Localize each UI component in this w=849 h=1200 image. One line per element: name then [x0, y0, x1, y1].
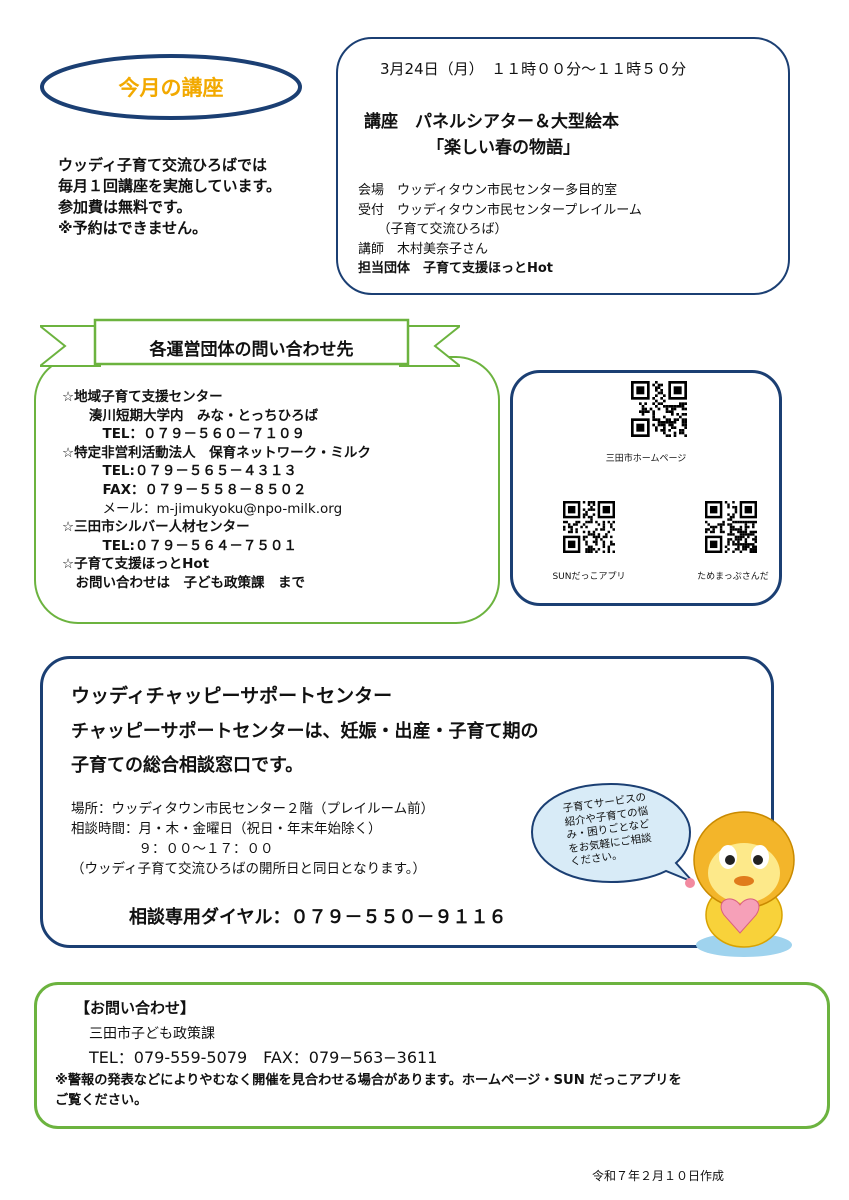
intro-line: 毎月１回講座を実施しています。 — [58, 177, 282, 195]
inquiry-heading: 【お問い合わせ】 — [75, 999, 196, 1017]
event-venue: 会場 ウッディタウン市民センター多目的室 — [358, 183, 618, 198]
inquiry-department: 三田市子ども政策課 — [89, 1026, 215, 1042]
event-box: 3月24日（月） １１時００分～１１時５０分 講座 パネルシアター＆大型絵本 「… — [336, 37, 790, 295]
qr-box: 三田市ホームページ SUNだっこアプリ ためまっぷさんだ — [510, 370, 782, 606]
event-reception-note: （子育て交流ひろば） — [358, 222, 508, 237]
contact-line: TEL：０７９－５６０－７１０９ — [62, 426, 306, 443]
support-dial[interactable]: 相談専用ダイヤル：０７９－５５０－９１１６ — [129, 907, 507, 928]
chappy-mascot-icon — [685, 811, 795, 957]
contact-line: お問い合わせは 子ども政策課 まで — [62, 574, 305, 591]
intro-text: ウッディ子育て交流ひろばでは 毎月１回講座を実施しています。 参加費は無料です。… — [58, 155, 281, 239]
intro-line: ウッディ子育て交流ひろばでは — [58, 156, 267, 174]
contact-line: ☆三田市シルバー人材センター — [62, 519, 250, 536]
event-datetime: 3月24日（月） １１時００分～１１時５０分 — [380, 60, 687, 78]
event-title: 講座 パネルシアター＆大型絵本 — [364, 112, 619, 132]
intro-line: 参加費は無料です。 — [58, 198, 192, 216]
created-date: 令和７年２月１０日作成 — [592, 1169, 725, 1183]
ribbon-banner — [40, 318, 460, 367]
contact-line: FAX：０７９－５５８－８５０２ — [62, 481, 307, 498]
contacts-banner-title: 各運営団体の問い合わせ先 — [149, 340, 354, 360]
intro-line: ※予約はできません。 — [58, 219, 208, 237]
inquiry-note: ご覧ください。 — [55, 1093, 148, 1108]
tamemap-qr-label: ためまっぷさんだ — [697, 572, 769, 582]
event-subtitle: 「楽しい春の物語」 — [427, 138, 580, 158]
contact-email[interactable]: メール：m-jimukyoku@npo-milk.org — [62, 500, 343, 517]
speech-bubble-text: 子育てサービスの 紹介や子育ての悩 み・困りごとなど をお気軽にご相談 ください… — [562, 791, 655, 870]
lecture-badge-title: 今月の講座 — [118, 76, 224, 100]
inquiry-note: ※警報の発表などによりやむなく開催を見合わせる場合があります。ホームページ・SU… — [55, 1073, 682, 1088]
contact-line: ☆子育て支援ほっとHot — [62, 556, 210, 573]
inquiry-phone-fax: TEL：079-559-5079 FAX：079−563−3611 — [89, 1048, 438, 1067]
support-lead: チャッピーサポートセンターは、妊娠・出産・子育て期の — [71, 721, 539, 742]
support-lead: 子育ての総合相談窓口です。 — [71, 755, 304, 776]
contact-line: ☆地域子育て支援センター — [62, 389, 223, 405]
tamemap-qr-code[interactable] — [705, 501, 757, 553]
contacts-box: ☆地域子育て支援センター 湊川短期大学内 みな・とっちひろば TEL：０７９－５… — [34, 356, 500, 624]
speech-bubble — [530, 782, 694, 884]
support-location: 場所：ウッディタウン市民センター２階（プレイルーム前） — [71, 801, 435, 817]
support-hours: 相談時間：月・木・金曜日（祝日・年末年始除く） — [71, 821, 382, 837]
lecture-ellipse — [40, 54, 302, 120]
contact-line: TEL:０７９－５６５－４３１３ — [62, 463, 297, 480]
event-reception: 受付 ウッディタウン市民センタープレイルーム — [358, 202, 642, 218]
homepage-qr-code[interactable] — [631, 381, 687, 437]
event-instructor: 講師 木村美奈子さん — [358, 241, 489, 257]
contact-line: TEL:０７９－５６４－７５０１ — [62, 537, 297, 554]
contact-line: ☆特定非営利活動法人 保育ネットワーク・ミルク — [62, 444, 371, 461]
sun-app-qr-code[interactable] — [563, 501, 615, 553]
contact-line: 湊川短期大学内 みな・とっちひろば — [62, 407, 319, 424]
sun-app-qr-label: SUNだっこアプリ — [552, 572, 626, 582]
support-time: ９：００～１７：００ — [71, 841, 274, 857]
support-note: （ウッディ子育て交流ひろばの開所日と同日となります。） — [71, 861, 427, 877]
event-organizer: 担当団体 子育て支援ほっとHot — [358, 261, 554, 276]
support-title: ウッディチャッピーサポートセンター — [71, 685, 393, 707]
inquiry-box: 【お問い合わせ】 三田市子ども政策課 TEL：079-559-5079 FAX：… — [34, 982, 830, 1129]
homepage-qr-label: 三田市ホームページ — [605, 454, 687, 464]
